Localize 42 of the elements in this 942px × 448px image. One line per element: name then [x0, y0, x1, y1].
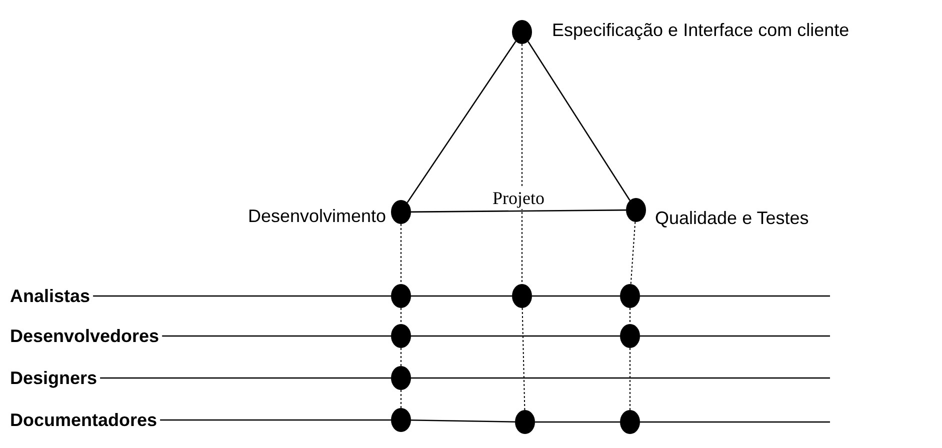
edge-label: Projeto — [490, 188, 546, 209]
line — [411, 335, 620, 337]
dotted-line — [400, 224, 402, 284]
row-label: Desenvolvedores — [10, 326, 160, 346]
dot-marker — [620, 410, 640, 434]
dotted-line — [522, 308, 526, 410]
row-label: Documentadores — [10, 410, 158, 430]
line — [411, 295, 512, 297]
line — [411, 377, 830, 379]
dotted-line — [400, 390, 402, 408]
dot-marker — [391, 366, 411, 390]
dotted-line — [400, 308, 402, 324]
row-label: Designers — [10, 368, 98, 388]
line — [535, 421, 620, 423]
line — [160, 419, 391, 421]
dot-marker — [515, 410, 535, 434]
node-label: Desenvolvimento — [248, 206, 386, 226]
line — [532, 295, 620, 297]
line — [162, 335, 391, 337]
dotted-line — [630, 221, 636, 285]
line — [528, 41, 630, 201]
dot-marker — [391, 200, 411, 224]
dot-marker — [620, 284, 640, 308]
line — [93, 295, 391, 297]
line — [640, 335, 830, 337]
row-label: Analistas — [10, 286, 90, 306]
dot-marker — [512, 20, 532, 44]
dotted-line — [400, 348, 402, 366]
dot-marker — [391, 284, 411, 308]
line — [640, 295, 830, 297]
line — [640, 421, 830, 423]
line — [411, 209, 626, 213]
dot-marker — [626, 198, 646, 222]
line — [100, 377, 391, 379]
node-label: Especificação e Interface com cliente — [552, 20, 850, 40]
dot-marker — [391, 324, 411, 348]
dot-marker — [391, 408, 411, 432]
line — [406, 40, 516, 204]
line — [410, 420, 516, 422]
dot-marker — [620, 324, 640, 348]
node-label: Qualidade e Testes — [655, 208, 809, 228]
dot-marker — [512, 284, 532, 308]
